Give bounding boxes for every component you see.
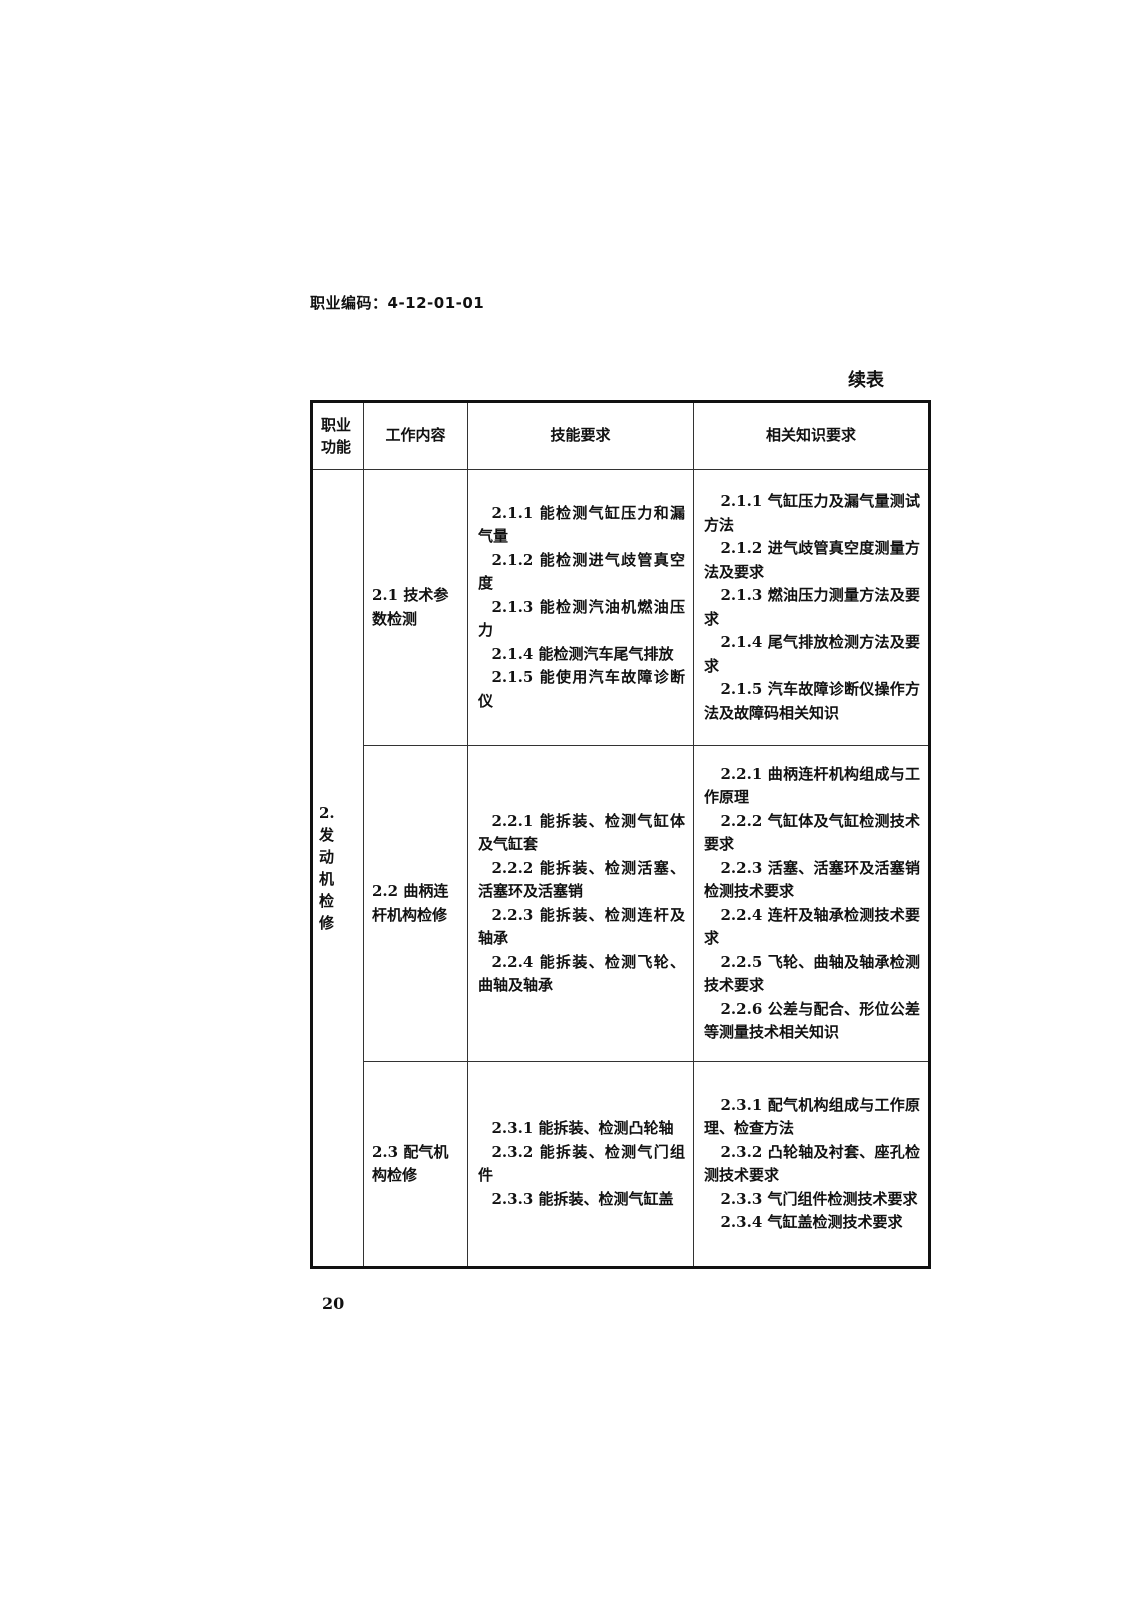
skill-item: 2.3.2 能拆装、检测气门组件: [478, 1142, 685, 1185]
skill-item: 2.3.3 能拆装、检测气缸盖: [491, 1189, 674, 1208]
skills-cell: 2.1.1 能检测气缸压力和漏气量 2.1.2 能检测进气歧管真空度 2.1.3…: [467, 469, 694, 746]
skill-item: 2.2.1 能拆装、检测气缸体及气缸套: [478, 811, 685, 854]
knowledge-item: 2.3.2 凸轮轴及衬套、座孔检测技术要求: [704, 1142, 920, 1185]
knowledge-item: 2.1.1 气缸压力及漏气量测试方法: [704, 492, 920, 534]
col-header-skill-requirements: 技能要求: [467, 401, 694, 470]
knowledge-item: 2.1.4 尾气排放检测方法及要求: [704, 633, 920, 675]
skill-item: 2.2.4 能拆装、检测飞轮、曲轴及轴承: [478, 952, 685, 995]
knowledge-item: 2.3.3 气门组件检测技术要求: [720, 1189, 918, 1208]
table-row: 2.发动机检修 2.1 技术参数检测 2.1.1 能检测气缸压力和漏气量 2.1…: [311, 469, 930, 1268]
col-header-function: 职业功能: [311, 401, 364, 470]
skills-cell: 2.2.1 能拆装、检测气缸体及气缸套 2.2.2 能拆装、检测活塞、活塞环及活…: [467, 745, 694, 1062]
work-content-cell: 2.2 曲柄连杆机构检修: [363, 745, 468, 1062]
skill-standard-table: 职业功能 工作内容 技能要求 相关知识要求 2.发动机检修 2.1 技术参数检测…: [310, 400, 931, 1269]
col-header-knowledge-requirements: 相关知识要求: [693, 401, 930, 470]
skill-item: 2.3.1 能拆装、检测凸轮轴: [491, 1119, 674, 1137]
skill-item: 2.1.5 能使用汽车故障诊断仪: [478, 668, 685, 710]
page-number: 20: [322, 1294, 345, 1313]
knowledge-item: 2.3.4 气缸盖检测技术要求: [720, 1213, 903, 1231]
knowledge-item: 2.1.5 汽车故障诊断仪操作方法及故障码相关知识: [704, 680, 920, 722]
col-header-work-content: 工作内容: [363, 401, 468, 470]
work-content-cell: 2.3 配气机构检修: [363, 1061, 468, 1268]
skills-cell: 2.3.1 能拆装、检测凸轮轴 2.3.2 能拆装、检测气门组件 2.3.3 能…: [467, 1061, 694, 1268]
knowledge-item: 2.2.5 飞轮、曲轴及轴承检测技术要求: [704, 952, 920, 995]
skill-item: 2.1.2 能检测进气歧管真空度: [478, 550, 685, 593]
knowledge-item: 2.2.3 活塞、活塞环及活塞销检测技术要求: [704, 858, 920, 901]
continued-label: 续表: [848, 370, 884, 391]
knowledge-item: 2.2.6 公差与配合、形位公差等测量技术相关知识: [704, 999, 920, 1042]
skill-item: 2.1.4 能检测汽车尾气排放: [491, 644, 674, 663]
knowledge-cell: 2.3.1 配气机构组成与工作原理、检查方法 2.3.2 凸轮轴及衬套、座孔检测…: [693, 1061, 930, 1268]
skill-item: 2.1.3 能检测汽油机燃油压力: [478, 597, 685, 640]
knowledge-item: 2.3.1 配气机构组成与工作原理、检查方法: [704, 1095, 920, 1138]
knowledge-item: 2.2.1 曲柄连杆机构组成与工作原理: [704, 764, 920, 807]
knowledge-item: 2.2.4 连杆及轴承检测技术要求: [704, 905, 920, 948]
function-cell: 2.发动机检修: [311, 469, 364, 1268]
knowledge-item: 2.2.2 气缸体及气缸检测技术要求: [704, 811, 920, 854]
work-content-cell: 2.1 技术参数检测: [363, 469, 468, 746]
function-label: 2.发动机检修: [319, 803, 335, 932]
skill-item: 2.2.2 能拆装、检测活塞、活塞环及活塞销: [478, 858, 685, 901]
knowledge-item: 2.1.2 进气歧管真空度测量方法及要求: [704, 539, 920, 581]
table-row: 2.3 配气机构检修 2.3.1 能拆装、检测凸轮轴 2.3.2 能拆装、检测气…: [312, 1061, 930, 1268]
table-row: 2.2 曲柄连杆机构检修 2.2.1 能拆装、检测气缸体及气缸套 2.2.2 能…: [312, 745, 930, 1062]
skill-item: 2.1.1 能检测气缸压力和漏气量: [478, 503, 685, 546]
table-header-row: 职业功能 工作内容 技能要求 相关知识要求: [311, 401, 930, 470]
skill-item: 2.2.3 能拆装、检测连杆及轴承: [478, 905, 685, 948]
knowledge-cell: 2.1.1 气缸压力及漏气量测试方法 2.1.2 进气歧管真空度测量方法及要求 …: [693, 469, 930, 746]
occupation-code: 职业编码：4-12-01-01: [310, 294, 485, 312]
knowledge-cell: 2.2.1 曲柄连杆机构组成与工作原理 2.2.2 气缸体及气缸检测技术要求 2…: [693, 745, 930, 1062]
knowledge-item: 2.1.3 燃油压力测量方法及要求: [704, 586, 920, 628]
